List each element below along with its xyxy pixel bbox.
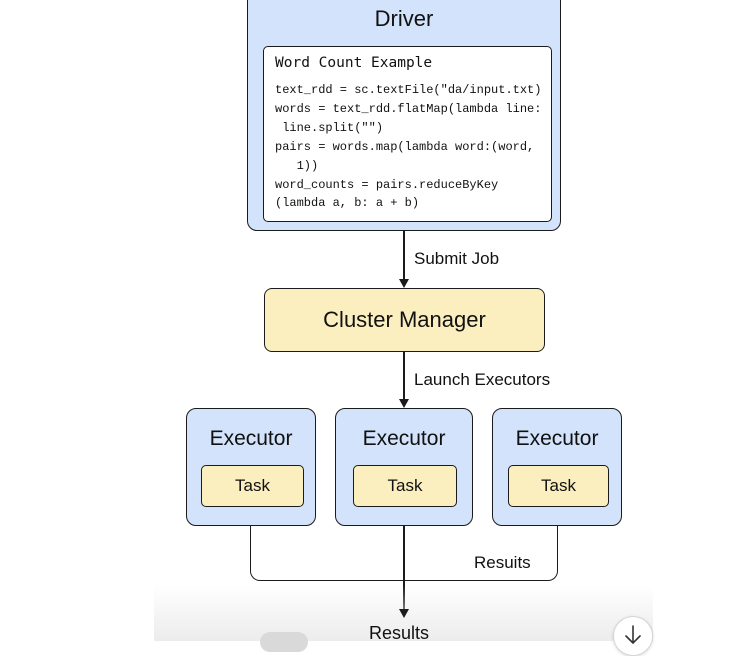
code-title: Word Count Example (275, 55, 433, 71)
arrow-down-icon (625, 625, 641, 644)
launch-connector-line (403, 352, 405, 400)
code-box: Word Count Example text_rdd = sc.textFil… (263, 46, 552, 222)
task-box: Task (201, 465, 304, 507)
results-connector-line (403, 526, 405, 610)
code-snippet: text_rdd = sc.textFile("da/input.txt) wo… (275, 83, 542, 211)
executor-box: Executor Task (186, 408, 316, 526)
submit-job-label: Submit Job (414, 249, 500, 268)
driver-box: Driver Word Count Example text_rdd = sc.… (247, 0, 561, 231)
task-box: Task (353, 465, 457, 507)
results-side-label: Resuits (474, 553, 531, 572)
scroll-down-button[interactable] (613, 616, 653, 656)
task-box: Task (508, 465, 609, 507)
executor-title: Executor (515, 427, 599, 450)
submit-connector-line (403, 231, 405, 280)
executor-box: Executor Task (492, 408, 622, 526)
results-bottom-label: Results (369, 623, 430, 643)
executor-title: Executor (362, 427, 446, 450)
executor-box: Executor Task (335, 408, 473, 526)
launch-arrowhead (399, 399, 409, 408)
scroll-pill (260, 632, 308, 652)
cluster-manager-box: Cluster Manager (264, 288, 545, 352)
launch-executors-label: Launch Executors (414, 370, 551, 389)
executor-title: Executor (209, 427, 293, 450)
submit-arrowhead (399, 279, 409, 288)
driver-title: Driver (374, 6, 434, 31)
results-arrowhead (399, 609, 409, 618)
